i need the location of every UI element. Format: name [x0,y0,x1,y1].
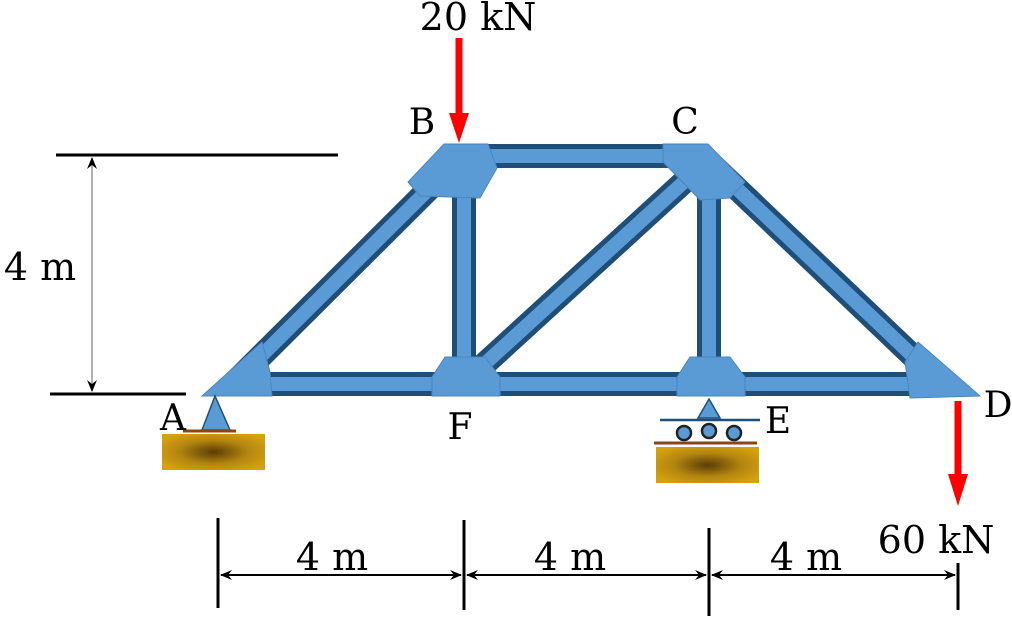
span-label-af: 4 m [296,535,368,579]
joint-label-e: E [765,401,791,442]
member-ab [226,151,467,391]
span-label-ed: 4 m [770,535,842,579]
joint-label-b: B [409,102,435,143]
roller-wheel [700,422,718,440]
gusset-a [200,341,273,397]
ground-block-a [162,434,265,470]
roller-support-e [654,397,760,483]
load-arrow-20kn [449,38,469,143]
ground-block-e [656,447,759,483]
span-label-fe: 4 m [534,535,606,579]
gusset-plates [200,143,982,399]
height-dimension-label: 4 m [4,245,76,289]
joint-label-d: D [984,385,1012,426]
joint-label-f: F [448,407,473,448]
gusset-f [431,356,501,397]
joint-label-a: A [159,398,187,439]
gusset-e [676,356,746,397]
pin-support-a [162,394,265,470]
gusset-c [662,143,746,201]
gusset-b [407,143,498,199]
truss-members [226,144,949,396]
pin-triangle [200,394,232,431]
load-label-20kn: 20 kN [420,0,537,39]
height-dimension [50,153,338,396]
span-dimensions [216,518,960,616]
joint-label-c: C [671,102,699,143]
roller-wheel [675,424,693,442]
load-arrow-60kn [948,401,968,506]
load-label-60kn: 60 kN [878,518,995,562]
gusset-d [904,341,982,399]
member-cd [698,151,949,391]
roller-triangle [696,397,722,419]
member-fc [469,161,706,379]
roller-wheel [725,424,743,442]
